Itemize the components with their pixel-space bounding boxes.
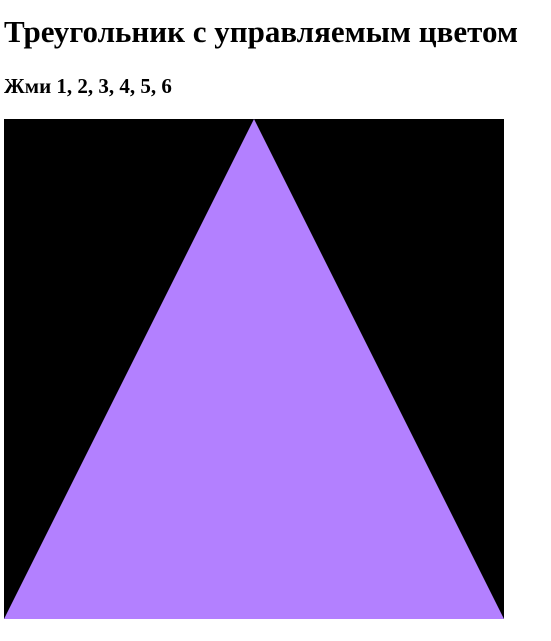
colored-triangle xyxy=(4,119,504,619)
page-title: Треугольник с управляемым цветом xyxy=(4,14,518,49)
key-hint: Жми 1, 2, 3, 4, 5, 6 xyxy=(4,74,172,98)
canvas-svg xyxy=(4,119,504,619)
render-canvas[interactable] xyxy=(4,119,504,619)
